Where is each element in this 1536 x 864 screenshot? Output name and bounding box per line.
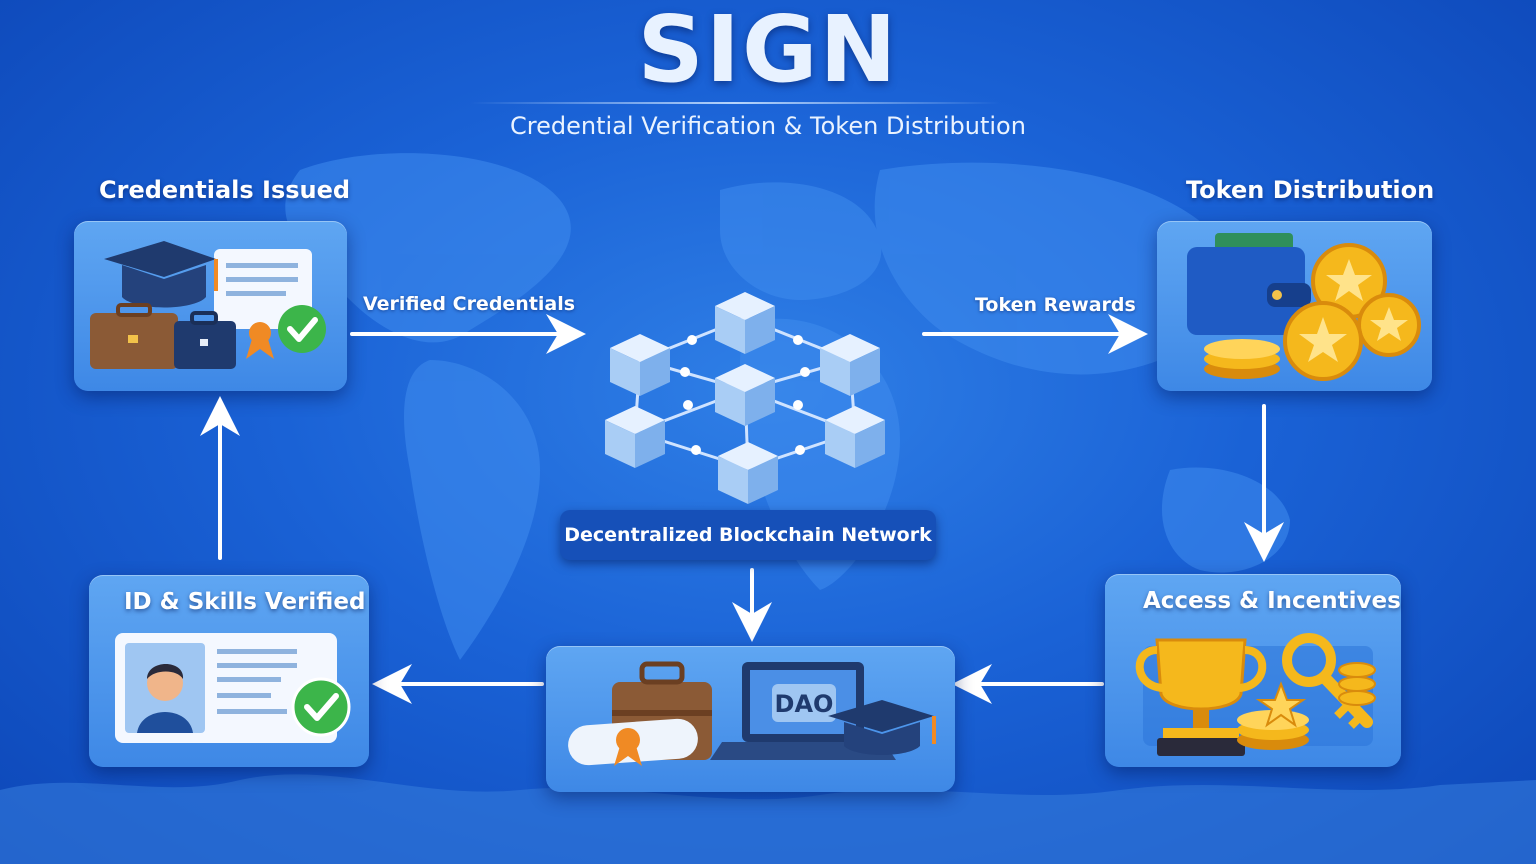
verified-credentials-label: Verified Credentials: [363, 293, 576, 315]
title-divider: [470, 102, 1000, 104]
trophy-key-icon: [1135, 633, 1376, 756]
page-title: SIGN: [637, 0, 899, 103]
page-subtitle: Credential Verification & Token Distribu…: [510, 112, 1026, 140]
credentials-icon: [90, 241, 326, 369]
wallet-coins-icon: [1187, 233, 1421, 381]
blockchain-network-icon: [605, 292, 885, 504]
network-badge[interactable]: Decentralized Blockchain Network: [560, 510, 936, 560]
dao-icon-group: DAO: [568, 661, 936, 766]
access-incentives-card[interactable]: Access & Incentives: [1105, 574, 1401, 767]
dao-text: DAO: [775, 690, 834, 718]
credentials-issued-card[interactable]: [74, 221, 347, 391]
id-skills-verified-label: ID & Skills Verified: [124, 589, 366, 615]
access-incentives-label: Access & Incentives: [1143, 588, 1401, 614]
id-card-icon: [115, 633, 351, 743]
token-distribution-label: Token Distribution: [1186, 176, 1435, 204]
id-skills-verified-card[interactable]: ID & Skills Verified: [89, 575, 369, 767]
token-distribution-card[interactable]: [1157, 221, 1432, 391]
credentials-issued-label: Credentials Issued: [99, 176, 351, 204]
token-rewards-label: Token Rewards: [975, 294, 1136, 316]
dao-card[interactable]: DAO: [546, 646, 955, 792]
